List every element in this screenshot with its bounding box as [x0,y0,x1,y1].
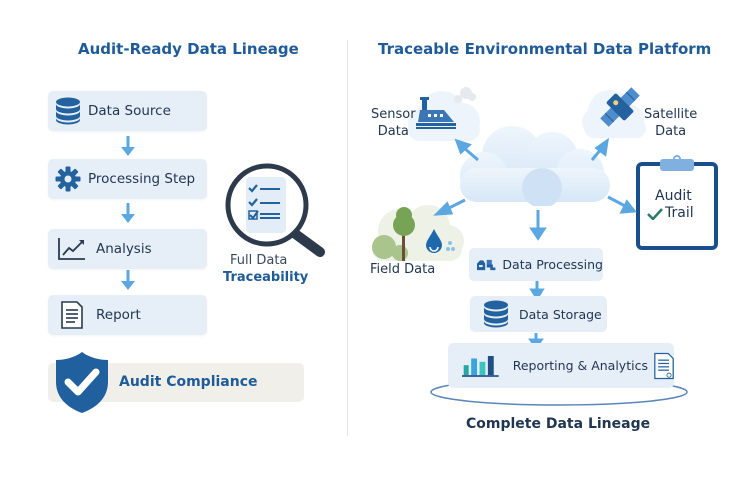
lineage-step-processing: Processing Step [48,159,207,199]
gear-icon [48,166,88,192]
processing-blocks-icon [477,259,496,270]
pipeline-step-data-processing: Data Processing [469,248,603,281]
pipeline-step-label: Reporting & Analytics [512,358,648,373]
arrow-down-icon [121,270,135,290]
arrowhead-satellite [594,137,610,157]
satellite-icon [600,87,640,127]
sensor-label-line1: Sensor [371,107,416,122]
arrowhead-processing [529,227,547,241]
audit-compliance-label: Audit Compliance [119,374,258,390]
panel-divider [347,40,348,436]
step-label: Analysis [96,241,152,257]
lineage-step-data-source: Data Source [48,91,207,131]
arrow-down-icon [121,203,135,223]
traceability-line2: Traceability [223,270,309,285]
clipboard-check-icon [636,155,718,250]
tree-water-icon [372,205,464,261]
magnifier-checklist-icon [225,163,325,257]
pipeline-step-label: Data Processing [502,257,603,272]
complete-lineage-caption: Complete Data Lineage [466,416,651,432]
satellite-label-line2: Data [655,124,687,139]
audit-trail-line2: Trail [665,205,694,221]
check-icon [647,208,663,220]
shield-check-icon [56,352,108,413]
sensor-data-label: Sensor Data [371,106,416,140]
pipeline-step-label: Data Storage [519,306,602,322]
bar-chart-icon [462,355,499,377]
pipeline-step-reporting-analytics: Reporting & Analytics [448,343,674,388]
audit-trail-line1: Audit [655,188,692,204]
pipeline-step-data-storage: Data Storage [470,296,607,332]
left-panel-title: Audit-Ready Data Lineage [78,40,299,58]
step-label: Data Source [88,103,171,119]
lineage-step-report: Report [48,295,207,335]
arrowhead-field [433,201,454,216]
right-panel-title: Traceable Environmental Data Platform [378,40,712,58]
arrow-down-icon [121,136,135,156]
factory-sensor-icon [416,97,456,129]
arrowhead-audit [619,199,637,214]
traceability-line1: Full Data [230,253,288,268]
satellite-label-line1: Satellite [644,107,698,122]
database-icon [484,300,508,328]
database-icon [48,97,88,125]
field-data-label: Field Data [370,262,436,277]
arrowhead-storage [529,288,545,301]
lineage-step-analysis: Analysis [48,229,207,269]
cloud-icon [460,126,610,206]
satellite-data-label: Satellite Data [644,106,697,140]
sensor-label-line2: Data [377,124,409,139]
step-label: Report [96,307,141,323]
document-icon [48,301,96,329]
line-chart-icon [48,237,96,261]
arrowhead-sensor [454,138,472,155]
step-label: Processing Step [88,171,196,187]
document-icon [654,352,674,379]
